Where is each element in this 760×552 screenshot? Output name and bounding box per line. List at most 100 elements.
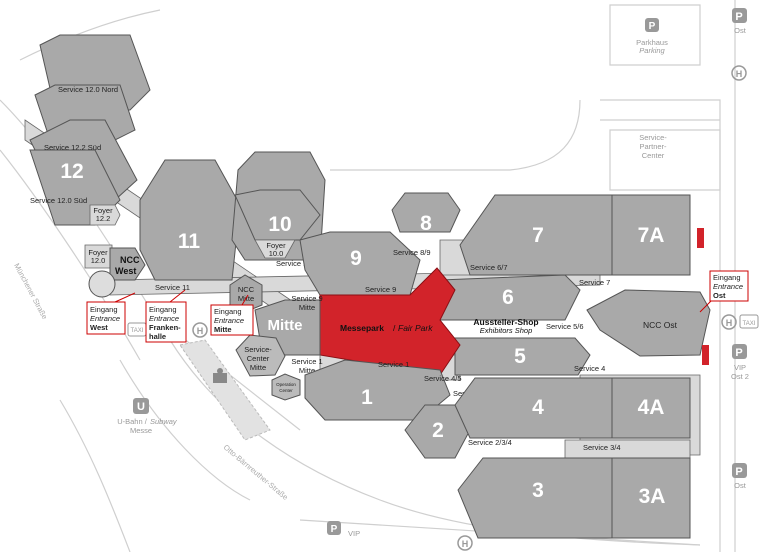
hall-3a: 3A: [611, 457, 691, 539]
svg-text:4A: 4A: [638, 396, 665, 419]
parking-ost-icon-bottom: P Ost: [732, 463, 747, 490]
service-3-4-label: Service 3/4: [583, 443, 621, 452]
svg-text:Ost 2: Ost 2: [731, 372, 749, 381]
svg-text:10.0: 10.0: [269, 249, 284, 258]
construction-icon: [213, 368, 227, 383]
hall-5: 5: [454, 337, 591, 376]
svg-text:NCC: NCC: [120, 255, 140, 265]
service-5-6-label: Service 5/6: [546, 322, 584, 331]
service-1-label: Service 1: [378, 360, 409, 369]
svg-text:7: 7: [532, 224, 544, 247]
svg-text:7A: 7A: [638, 224, 665, 247]
svg-text:U: U: [137, 401, 145, 413]
svg-text:3: 3: [532, 479, 544, 502]
u-bahn-station: U U-Bahn / Subway Messe: [117, 398, 178, 435]
svg-text:6: 6: [502, 286, 514, 309]
taxi-icon-west: TAXI: [127, 322, 147, 337]
service-8-9-label: Service 8/9: [393, 248, 431, 257]
parking-ost-icon: P Ost: [732, 8, 747, 35]
svg-text:H: H: [736, 69, 743, 79]
svg-text:Mitte: Mitte: [268, 317, 303, 334]
hall-6: 6: [439, 274, 581, 321]
hall-7a: 7A: [611, 194, 691, 276]
svg-text:Messe: Messe: [130, 426, 152, 435]
svg-text:Messepark: Messepark: [340, 323, 384, 333]
hall-9: 9: [299, 231, 421, 296]
svg-text:P: P: [331, 524, 338, 535]
service-4-label: Service 4: [574, 364, 605, 373]
service-partner-center: Service- Partner- Center: [639, 133, 667, 160]
operation-center: Operation Center: [271, 373, 301, 401]
svg-text:P: P: [649, 21, 656, 32]
svg-text:Ost: Ost: [713, 291, 726, 300]
svg-text:VIP: VIP: [734, 363, 746, 372]
vip-parking-south-icon: P VIP: [327, 521, 360, 538]
svg-text:H: H: [197, 326, 204, 336]
construction-area: [179, 339, 271, 441]
svg-text:Parking: Parking: [639, 46, 665, 55]
svg-text:Service 9: Service 9: [291, 294, 322, 303]
service-9-label: Service 9: [365, 285, 396, 294]
svg-text:Center: Center: [247, 354, 270, 363]
svg-text:TAXI: TAXI: [743, 321, 756, 327]
entrance-ost: Eingang Entrance Ost: [699, 270, 749, 313]
svg-text:Eingang: Eingang: [149, 305, 177, 314]
svg-text:Franken-: Franken-: [149, 323, 181, 332]
entrance-marker-ost: [702, 345, 709, 365]
svg-text:Foyer: Foyer: [88, 248, 108, 257]
service-7-label: Service 7: [579, 278, 610, 287]
service-9-mitte: Service 9 Mitte: [291, 294, 322, 312]
service-12-0-sued-label: Service 12.0 Süd: [30, 196, 87, 205]
svg-text:Exhibitors Shop: Exhibitors Shop: [480, 326, 533, 335]
svg-text:VIP: VIP: [348, 529, 360, 538]
svg-text:/: /: [393, 323, 396, 333]
hall-12-label: 12: [60, 160, 83, 183]
svg-text:Ost: Ost: [734, 481, 747, 490]
ncc-west: NCC West: [88, 247, 146, 298]
svg-text:9: 9: [350, 247, 362, 270]
svg-text:Foyer: Foyer: [266, 241, 286, 250]
service-12-2-label: Service 12.2 Süd: [44, 143, 101, 152]
svg-text:11: 11: [178, 230, 201, 253]
aussteller-shop: Aussteller-Shop Exhibitors Shop: [473, 317, 538, 335]
svg-text:Eingang: Eingang: [90, 305, 118, 314]
bus-stop-icon-south: H: [457, 535, 473, 551]
svg-text:4: 4: [532, 396, 544, 419]
street-muenchener: Münchener Straße: [12, 262, 49, 321]
svg-text:P: P: [735, 466, 742, 478]
hall-11: 11: [139, 159, 241, 281]
entrance-west: Eingang Entrance West: [86, 292, 136, 335]
svg-text:U-Bahn /: U-Bahn /: [117, 417, 148, 426]
svg-text:Fair Park: Fair Park: [398, 323, 433, 333]
entrance-mitte: Eingang Entrance Mitte: [210, 294, 254, 336]
vip-parking-icon: P VIP Ost 2: [731, 344, 749, 381]
svg-text:NCC: NCC: [238, 285, 255, 294]
svg-text:Center: Center: [642, 151, 665, 160]
taxi-icon-ost: TAXI: [739, 314, 759, 329]
svg-text:halle: halle: [149, 332, 166, 341]
svg-text:Foyer: Foyer: [93, 206, 113, 215]
svg-text:Partner-: Partner-: [639, 142, 667, 151]
foyer-10-0: Foyer 10.0: [254, 239, 296, 259]
parking-garage: P Parkhaus Parking: [636, 18, 668, 55]
bus-stop-icon-ost: H: [721, 314, 737, 330]
service-12-nord-label: Service 12.0 Nord: [58, 85, 118, 94]
svg-text:Service 1: Service 1: [291, 357, 322, 366]
svg-text:Ost: Ost: [734, 26, 747, 35]
entrance-marker-7a: [697, 228, 704, 248]
service-6-7-label: Service 6/7: [470, 263, 508, 272]
svg-text:H: H: [726, 318, 733, 328]
service-1-mitte: Service 1 Mitte: [291, 357, 322, 375]
svg-text:8: 8: [420, 212, 432, 235]
hall-8: 8: [391, 192, 461, 235]
svg-text:Entrance: Entrance: [214, 316, 244, 325]
street-otto: Otto-Bärnreuther-Straße: [222, 443, 290, 502]
svg-text:Entrance: Entrance: [149, 314, 179, 323]
svg-text:Service-: Service-: [244, 345, 272, 354]
svg-text:Operation: Operation: [276, 382, 296, 387]
svg-text:TAXI: TAXI: [131, 328, 144, 334]
service-center-mitte: Service- Center Mitte: [235, 334, 286, 377]
svg-text:Entrance: Entrance: [713, 282, 743, 291]
hall-3: 3: [457, 457, 613, 539]
svg-text:Mitte: Mitte: [250, 363, 266, 372]
